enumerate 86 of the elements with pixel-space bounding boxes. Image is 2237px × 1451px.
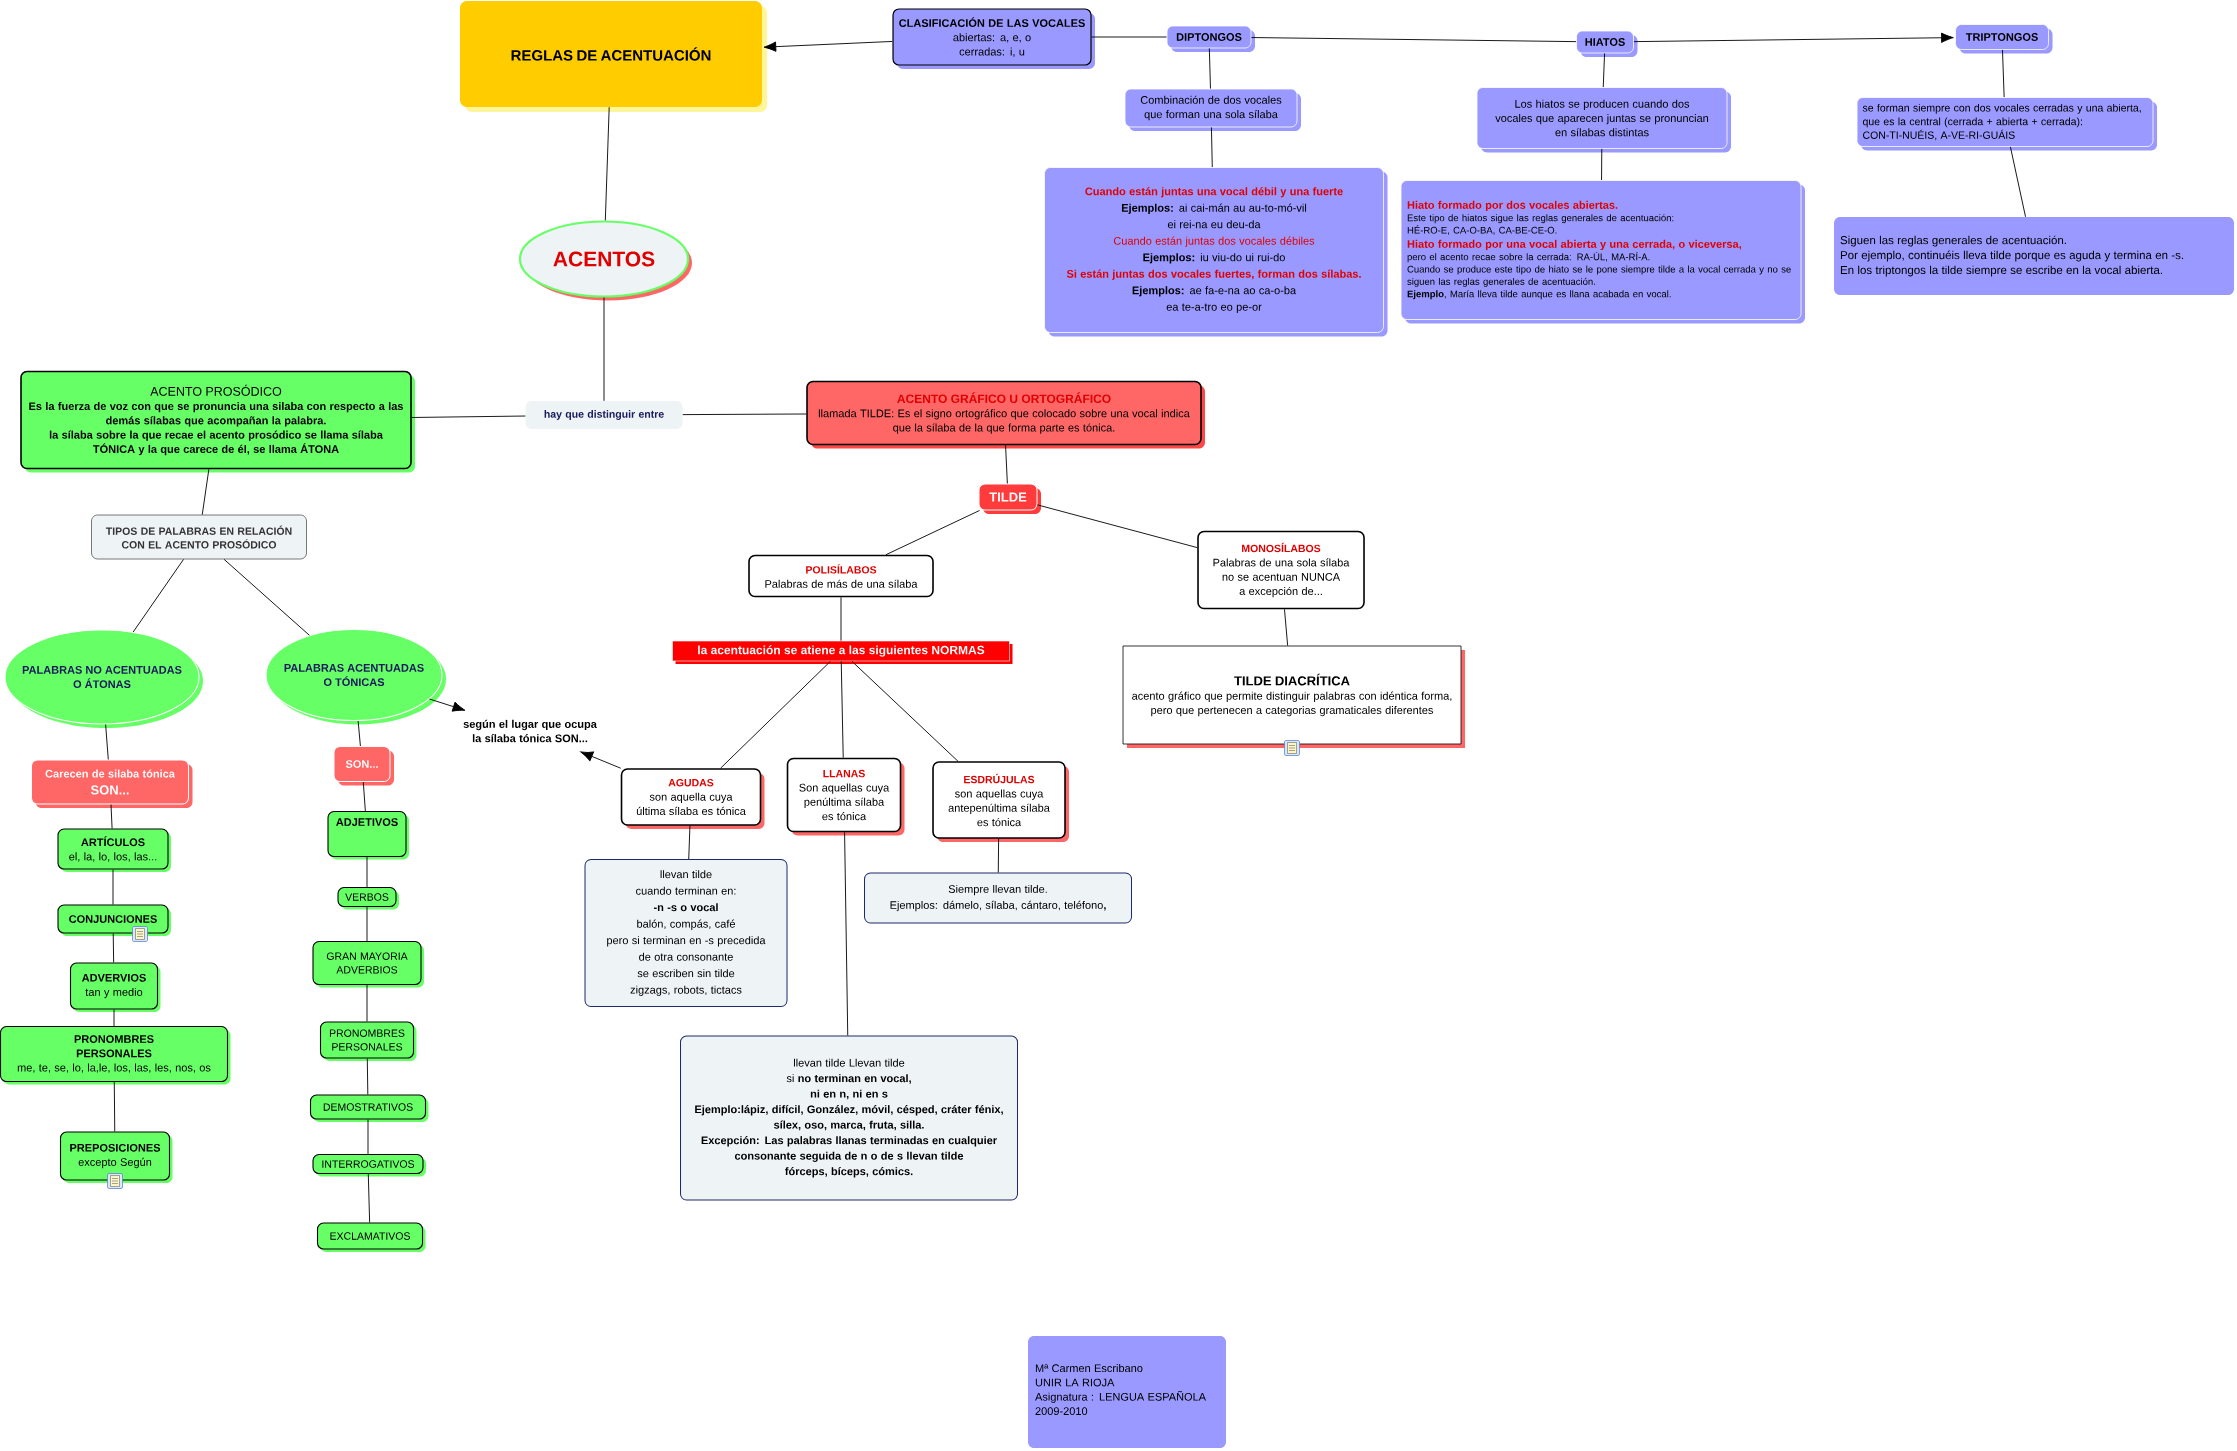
concept-box: ESDRÚJULAS son aquellas cuya antepenúltima sílaba es tónica — [932, 761, 1069, 842]
topic-box: DIPTONGOS — [1166, 25, 1255, 52]
category-box: DEMOSTRATIVOS — [309, 1094, 429, 1122]
connector-line — [1208, 47, 1211, 90]
category-box: ADVERVIOS tan y medio — [69, 962, 161, 1012]
connector-line — [201, 468, 210, 516]
connector-line — [367, 1119, 369, 1155]
connector-line — [366, 906, 368, 942]
connector-line — [366, 984, 368, 1022]
note-box: llevan tilde Llevan tilde si no terminan en vocal, ni en n, ni en s Ejemplo:lápiz, difícil, González, móvil, césped, cráter fénix, sílex, oso, marca, fruta, silla. Excepción: Las palabras llanas terminadas en cualquier consonante seguida de n o de s llevan tilde fórceps, bíceps, cómics. — [680, 1035, 1018, 1201]
category-box: PRONOMBRES PERSONALES — [319, 1021, 417, 1061]
connector-line — [113, 1081, 116, 1132]
connector-line — [2009, 146, 2026, 218]
category-box: GRAN MAYORIA ADVERBIOS — [312, 940, 424, 988]
connector-line — [1601, 148, 1603, 181]
arrow — [580, 751, 622, 769]
credits-box: Mª Carmen Escribano UNIR LA RIOJA Asignatura : LENGUA ESPAÑOLA 2009-2010 — [1028, 1336, 1226, 1448]
concept-box: ACENTO GRÁFICO U ORTOGRÁFICO llamada TILDE: Es el signo ortográfico que colocado sobre una vocal indica que la sílaba de la que forma parte es tónica. — [806, 380, 1205, 449]
connector-line — [110, 804, 113, 829]
label-box: SON... — [333, 746, 394, 786]
connector-line — [1602, 52, 1605, 88]
connector-line — [1284, 608, 1289, 647]
definition-box: Combinación de dos vocales que forman una sola sílaba — [1124, 88, 1301, 131]
definition-box: Los hiatos se producen cuando dos vocales que aparecen juntas se pronuncian en sílabas distintas — [1476, 87, 1731, 153]
connector-line — [1037, 504, 1198, 549]
connector-line — [411, 415, 526, 418]
connector-line — [1250, 37, 1577, 43]
category-box: ADJETIVOS — [327, 810, 409, 860]
connector-line — [688, 825, 691, 860]
topic-box: HIATOS — [1576, 30, 1638, 57]
topic-box: TRIPTONGOS — [1955, 24, 2053, 54]
connector-line — [357, 720, 361, 747]
category-box: VERBOS — [337, 886, 399, 910]
concept-box: AGUDAS son aquella cuya última sílaba es tónica — [620, 768, 765, 829]
definition-box: se forman siempre con dos vocales cerradas y una abierta, que es la central (cerrada + abierta + cerrada): CON-TI-NUÉIS, A-VE-RI-GUÁIS — [1856, 97, 2158, 151]
banner: la acentuación se atiene a las siguientes NORMAS — [672, 640, 1013, 664]
tag-box: TILDE — [978, 483, 1041, 514]
note-box: Siempre llevan tilde. Ejemplos: dámelo, sílaba, cántaro, teléfono, — [864, 872, 1132, 924]
connector-line — [105, 724, 109, 760]
category-box: EXCLAMATIVOS — [316, 1222, 426, 1252]
connector-line — [1091, 36, 1168, 38]
connector-line — [362, 781, 366, 812]
concept-box: POLISÍLABOS Palabras de más de una sílaba — [748, 554, 934, 598]
connector-line — [112, 869, 114, 905]
connector-line — [366, 856, 368, 888]
concept-box: TILDE DIACRÍTICA acento gráfico que permite distinguir palabras con idéntica forma, pero que pertenecen a categorias gramaticales diferentes — [1122, 645, 1465, 748]
connector-line — [603, 297, 605, 402]
note-box: Hiato formado por dos vocales abiertas. Este tipo de hiatos sigue las reglas generales de acentuación: HÉ-RO-E, CA-O-BA, CA-BE-CE-O. Hiato formado por una vocal abierta y una cerrada, o viceversa, pero el acento recae sobre la cerrada: RA-ÚL, MA-RÍ-A. Cuando se produce este tipo de hiato se le pone siempre tilde a la vocal cerrada y no se siguen las reglas generales de acentuación. Ejemplo, María lleva tilde aunque es llana acabada en vocal. — [1400, 180, 1806, 324]
category-box: INTERROGATIVOS — [312, 1153, 426, 1177]
concept-box: MONOSÍLABOS Palabras de una sola sílaba no se acentuan NUNCA a excepción de... — [1197, 530, 1365, 610]
connector-line — [885, 510, 980, 556]
category-box: ARTÍCULOS el, la, lo, los, las... — [57, 828, 171, 872]
linking-phrase: hay que distinguir entre — [525, 401, 683, 429]
category-box: PREPOSICIONES excepto Según — [59, 1131, 173, 1183]
connector-line — [223, 558, 310, 636]
concept-box: ACENTO PROSÓDICO Es la fuerza de voz con que se pronuncia una silaba con respecto a las demás sílabas que acompañan la palabra. la sílaba sobre la que recae el acento prosódico se llama sílaba TÓNICA y la que carece de él, se llama ÁTONA — [20, 370, 415, 473]
arrow — [1633, 32, 1954, 43]
concept-box: TIPOS DE PALABRAS EN RELACIÓN CON EL ACENTO PROSÓDICO — [91, 514, 307, 560]
connector-line — [2002, 49, 2005, 98]
connector-line — [604, 106, 610, 221]
arrow — [429, 698, 466, 712]
note-box: Cuando están juntas una vocal débil y una fuerte Ejemplos: ai cai-mán au au-to-mó-vil ei rei-na eu deu-da Cuando están juntas dos vocales débiles Ejemplos: iu viu-do ui rui-do Si están juntas dos vocales fuertes, forman dos sílabas. Ejemplos: ae fa-e-na ao ca-o-ba ea te-a-tro eo pe-or — [1044, 167, 1388, 337]
connector-line — [1211, 126, 1213, 168]
concept-box: LLANAS Son aquellas cuya penúltima sílaba es tónica — [786, 757, 905, 836]
connector-line — [366, 1058, 369, 1095]
connector-line — [1005, 444, 1008, 484]
connector-line — [132, 558, 184, 633]
connector-line — [112, 933, 115, 963]
connector-line — [851, 660, 959, 762]
arrow — [763, 41, 893, 52]
title-box: REGLAS DE ACENTUACIÓN — [460, 1, 767, 112]
concept-box: CLASIFICACIÓN DE LAS VOCALES abiertas: a, e, o cerradas: i, u — [892, 8, 1095, 69]
connector-line — [844, 831, 849, 1036]
note-box: llevan tilde cuando terminan en: -n -s o vocal balón, compás, café pero si terminan en -s precedida de otra consonante se escriben sin tilde zigzags, robots, tictacs — [584, 859, 788, 1007]
connector-line — [367, 1173, 371, 1223]
connector-line — [997, 838, 1000, 873]
linking-phrase: según el lugar que ocupa la sílaba tónica SON... — [463, 719, 597, 743]
connector-line — [113, 1009, 115, 1027]
connector-line — [840, 660, 844, 759]
category-box: PRONOMBRES PERSONALES me, te, se, lo, la,le, los, las, les, nos, os — [0, 1025, 231, 1085]
category-box: CONJUNCIONES — [57, 904, 171, 936]
connector-line — [840, 596, 842, 642]
note-box: Siguen las reglas generales de acentuación. Por ejemplo, continuéis lleva tilde porque es aguda y termina en -s. En los triptongos la tilde siempre se escribe en la vocal abierta. — [1834, 217, 2235, 295]
connector-line — [682, 413, 807, 416]
connector-line — [720, 660, 831, 769]
label-box: Carecen de silaba tónica SON... — [31, 759, 193, 808]
